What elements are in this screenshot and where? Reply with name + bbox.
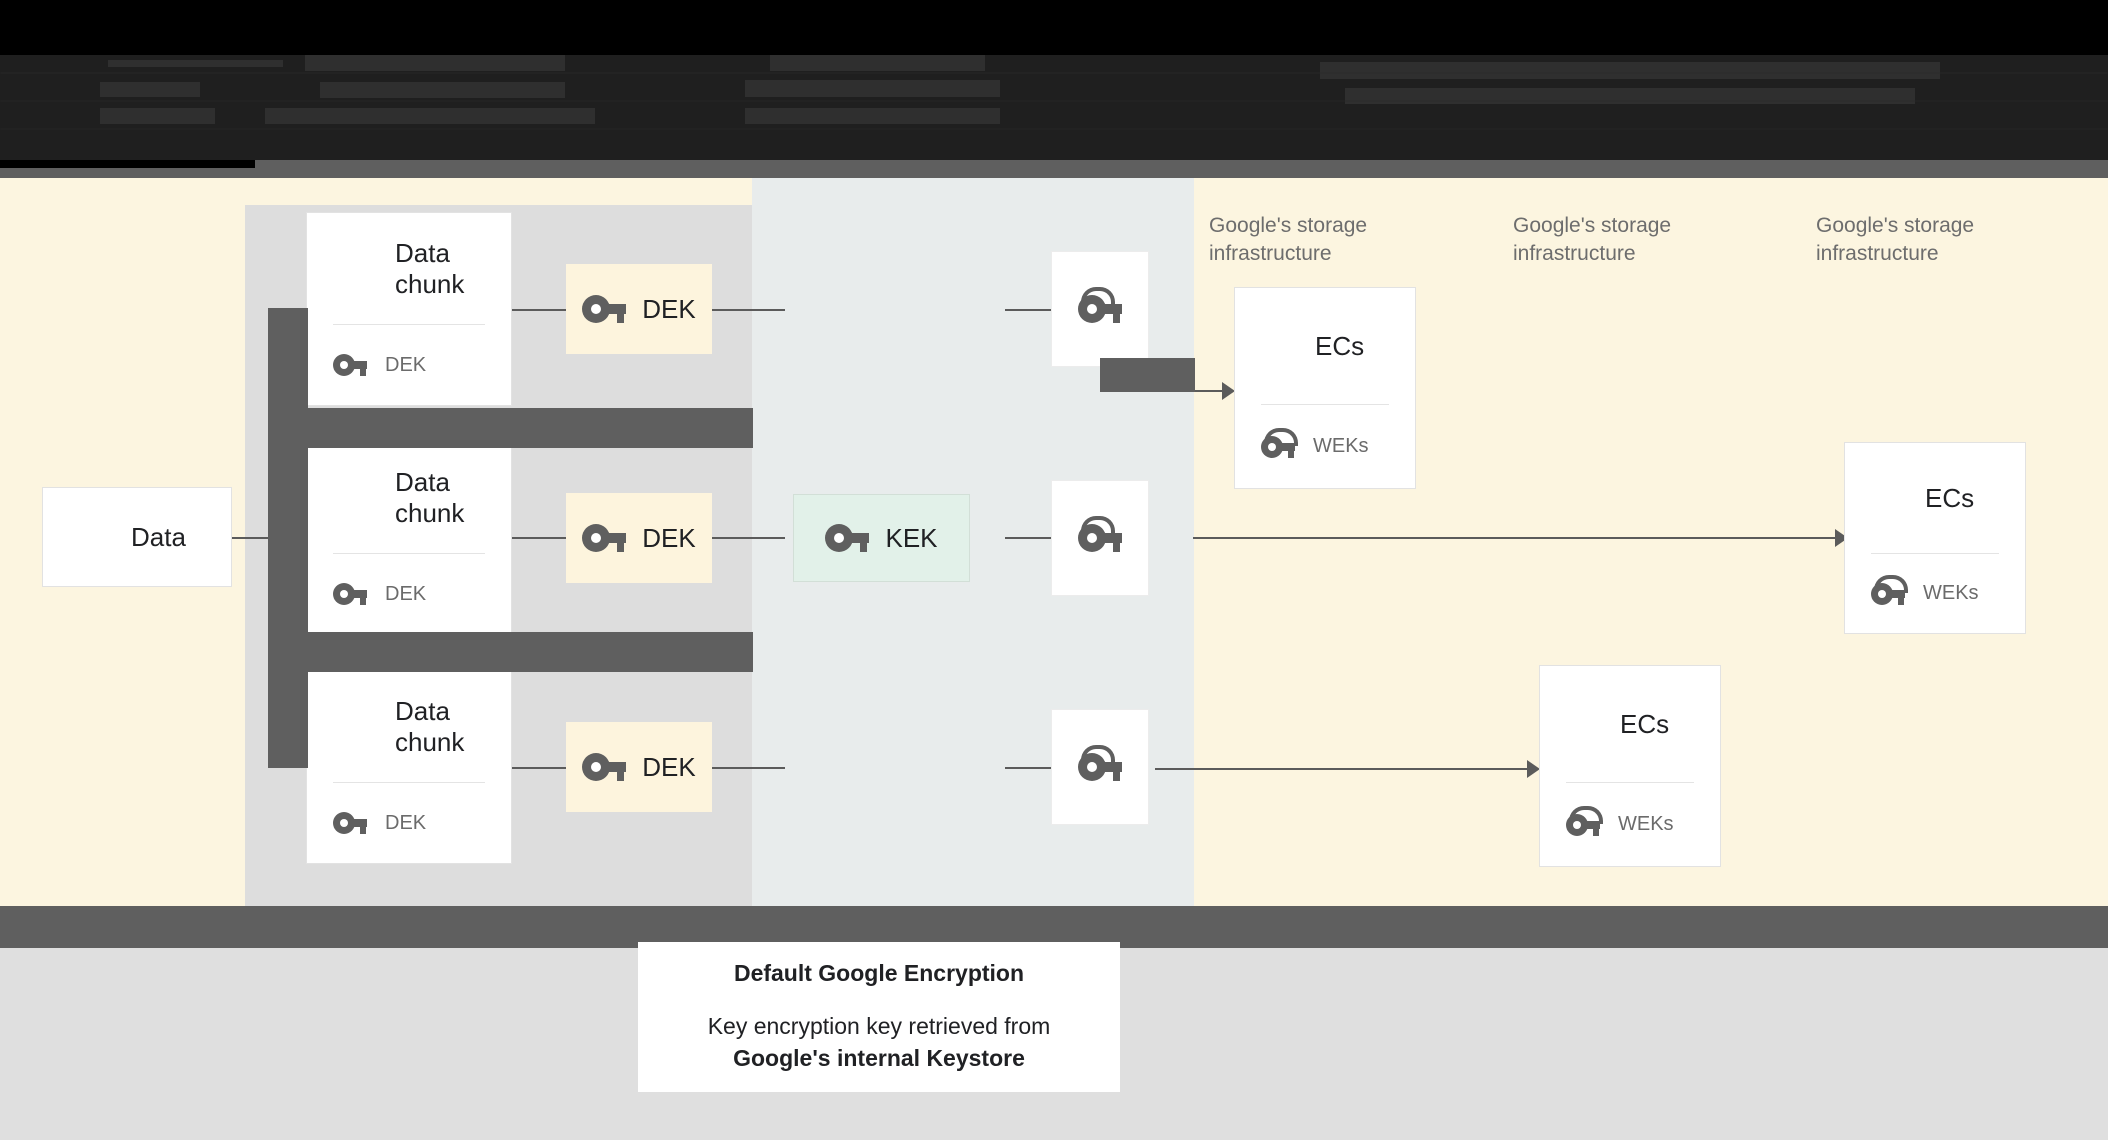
storage-label-2: Google's storage infrastructure	[1513, 214, 1672, 266]
redacted-header-mark	[1320, 62, 1940, 79]
wrapped-key-box[interactable]	[1051, 251, 1149, 367]
caption-body: Key encryption key retrieved from Google…	[708, 1011, 1051, 1074]
card-data-label: Data	[131, 521, 186, 552]
card-data-chunk[interactable]: Data chunk DEK	[306, 212, 512, 406]
wrapped-key-box[interactable]	[1051, 480, 1149, 596]
redacted-header-mark	[100, 108, 215, 124]
top-black-bar	[0, 0, 2108, 55]
wrapped-key-icon	[1078, 745, 1122, 781]
redacted-header-mark	[320, 82, 565, 98]
wire-to-ecs-2	[1193, 537, 1843, 539]
key-icon	[582, 753, 627, 781]
card-divider	[333, 782, 485, 784]
redaction-overlay-block	[1100, 358, 1195, 392]
redacted-header-mark	[108, 60, 283, 67]
key-icon	[825, 524, 870, 552]
wrapped-key-box[interactable]	[1051, 709, 1149, 825]
wrapped-key-icon	[1566, 805, 1603, 836]
key-icon	[333, 583, 367, 606]
wrapped-key-icon	[1871, 574, 1908, 605]
wire-chunk1-to-dek	[505, 309, 575, 311]
card-title: ECs	[1925, 482, 1975, 513]
arrowhead-to-ecs-3	[1527, 760, 1540, 778]
caption-line-1: Key encryption key retrieved from	[707, 1012, 1051, 1039]
kek-box-label: KEK	[885, 522, 938, 553]
card-data-chunk[interactable]: Data chunk DEK	[306, 670, 512, 864]
card-title: ECs	[1620, 708, 1670, 739]
dek-box[interactable]: DEK	[566, 264, 712, 354]
card-key-label: WEKs	[1618, 813, 1674, 835]
header-divider	[0, 160, 2108, 178]
storage-label-1: Google's storage infrastructure	[1209, 214, 1368, 266]
redacted-header-mark	[305, 55, 565, 71]
card-title: Data chunk	[395, 696, 465, 757]
card-title: Data chunk	[395, 238, 465, 299]
header-scan-line	[0, 128, 2108, 130]
wire-wrap3-in	[1005, 767, 1053, 769]
dek-box-label: DEK	[642, 751, 696, 782]
card-ecs[interactable]: ECs WEKs	[1844, 442, 2026, 634]
dek-box[interactable]: DEK	[566, 493, 712, 583]
wire-chunk2-to-dek	[505, 537, 575, 539]
card-ecs[interactable]: ECs WEKs	[1234, 287, 1416, 489]
key-icon	[333, 812, 367, 835]
dek-box-label: DEK	[642, 293, 696, 324]
wrapped-key-icon	[1078, 516, 1122, 552]
redacted-header-mark	[1345, 88, 1915, 104]
wire-to-ecs-3	[1155, 768, 1535, 770]
wire-dek3-to-wrap	[710, 767, 785, 769]
redacted-header-mark	[100, 82, 200, 97]
wire-chunk3-to-dek	[505, 767, 575, 769]
key-icon	[582, 524, 627, 552]
dek-box[interactable]: DEK	[566, 722, 712, 812]
bottom-divider-bar	[0, 906, 2108, 948]
arrowhead-to-ecs-1	[1222, 382, 1235, 400]
storage-label-3: Google's storage infrastructure	[1816, 214, 1975, 266]
wire-wrap1-in	[1005, 309, 1053, 311]
card-divider	[333, 553, 485, 555]
card-title: ECs	[1315, 330, 1365, 361]
card-key-label: WEKs	[1923, 582, 1979, 605]
card-key-label: DEK	[385, 811, 427, 834]
kek-box[interactable]: KEK	[793, 494, 970, 582]
card-data[interactable]: Data	[42, 487, 232, 587]
card-title: Data chunk	[395, 467, 465, 528]
wire-wrap2-in	[1005, 537, 1053, 539]
card-divider	[1566, 782, 1694, 783]
header-scan-line	[0, 100, 2108, 102]
header-scan-line	[0, 72, 2108, 74]
wire-dek1-to-wrap	[710, 309, 785, 311]
card-ecs[interactable]: ECs WEKs	[1539, 665, 1721, 867]
card-key-label: DEK	[385, 353, 427, 376]
redaction-overlay-bar	[268, 632, 753, 672]
card-data-chunk[interactable]: Data chunk DEK	[306, 441, 512, 635]
caption-card: Default Google Encryption Key encryption…	[638, 942, 1120, 1092]
key-icon	[582, 295, 627, 323]
dek-box-label: DEK	[642, 522, 696, 553]
card-divider	[333, 324, 485, 326]
redaction-overlay-bracket	[268, 308, 308, 768]
caption-line-2: Google's internal Keystore	[733, 1044, 1025, 1071]
card-divider	[1871, 553, 1999, 555]
card-key-label: DEK	[385, 582, 427, 605]
header-divider-notch	[0, 160, 255, 168]
redacted-header-mark	[745, 80, 1000, 97]
caption-title: Default Google Encryption	[733, 959, 1025, 986]
wrapped-key-icon	[1078, 287, 1122, 323]
redacted-header-mark	[745, 108, 1000, 124]
key-icon	[333, 354, 367, 377]
redacted-header-mark	[265, 108, 595, 124]
redacted-header-mark	[770, 55, 985, 71]
card-key-label: WEKs	[1313, 435, 1369, 457]
wire-dek2-to-wrap	[710, 537, 785, 539]
wrapped-key-icon	[1261, 427, 1298, 458]
card-divider	[1261, 404, 1389, 405]
redaction-overlay-bar	[268, 408, 753, 448]
